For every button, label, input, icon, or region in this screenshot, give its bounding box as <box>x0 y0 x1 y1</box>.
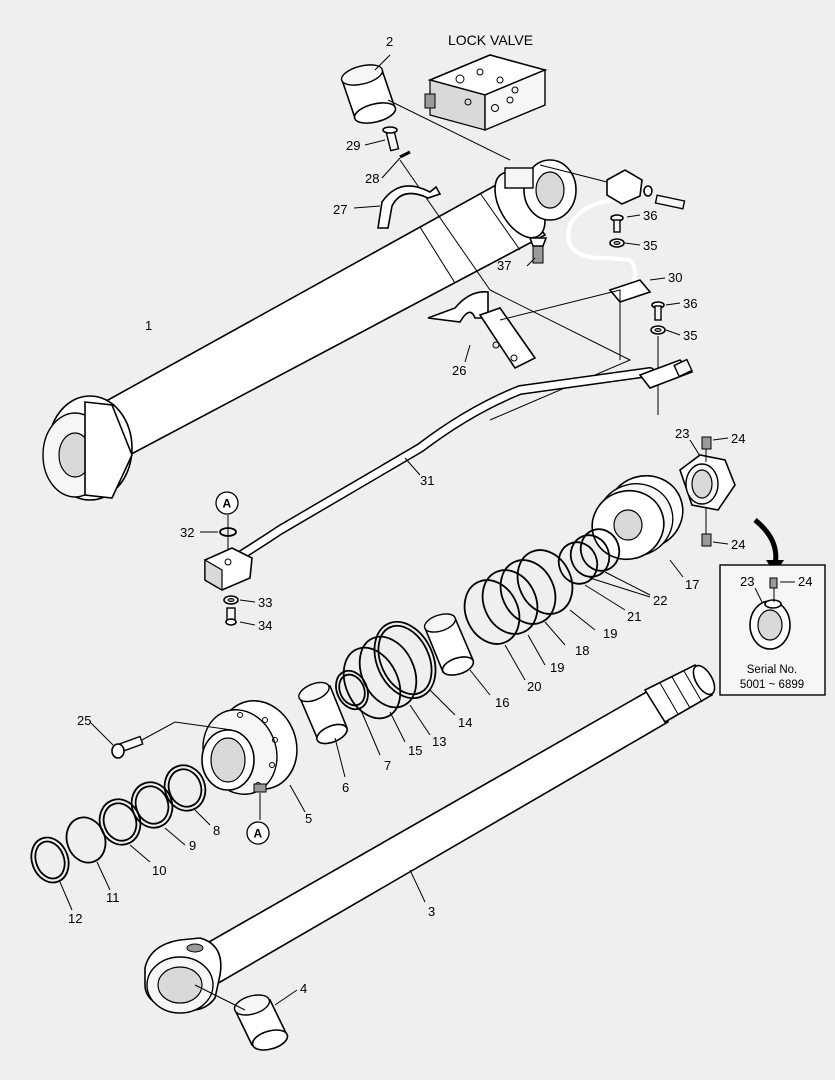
ring-21 <box>557 541 599 585</box>
label-22: 22 <box>653 593 667 608</box>
bolt-34 <box>225 607 237 626</box>
label-5: 5 <box>305 811 312 826</box>
label-36a: 36 <box>643 208 657 223</box>
rod-cover-5 <box>201 699 298 795</box>
label-27: 27 <box>333 202 347 217</box>
label-21: 21 <box>627 609 641 624</box>
washer-33 <box>223 595 239 605</box>
label-26: 26 <box>452 363 466 378</box>
label-11: 11 <box>106 890 120 905</box>
label-17: 17 <box>685 577 699 592</box>
nut-23 <box>679 454 736 511</box>
label-2: 2 <box>386 34 393 49</box>
label-28: 28 <box>365 171 379 186</box>
label-1: 1 <box>145 318 152 333</box>
ref-circle-a-bottom: A <box>246 821 270 845</box>
cushion-ring-16 <box>423 613 475 676</box>
label-13: 13 <box>432 734 446 749</box>
label-12: 12 <box>68 911 82 926</box>
label-25: 25 <box>77 713 91 728</box>
clamp-27 <box>377 185 442 229</box>
bushing-4 <box>233 994 289 1051</box>
ring-14 <box>373 620 437 700</box>
bushing-6 <box>298 681 349 745</box>
label-29: 29 <box>346 138 360 153</box>
label-36b: 36 <box>683 296 697 311</box>
label-31: 31 <box>420 473 434 488</box>
label-16: 16 <box>495 695 509 710</box>
bushing-2 <box>340 64 397 124</box>
label-34: 34 <box>258 618 272 633</box>
label-24a: 24 <box>731 431 745 446</box>
label-15: 15 <box>408 743 422 758</box>
label-9: 9 <box>189 838 196 853</box>
o-ring-32 <box>219 527 237 537</box>
set-screw-24-bottom <box>701 533 712 547</box>
label-32: 32 <box>180 525 194 540</box>
label-3: 3 <box>428 904 435 919</box>
ring-15 <box>342 646 402 720</box>
label-8: 8 <box>213 823 220 838</box>
label-37: 37 <box>497 258 511 273</box>
variant-inset <box>719 518 826 696</box>
flange-block <box>204 547 253 592</box>
label-23: 23 <box>675 426 689 441</box>
bolt-36-lower <box>651 301 665 321</box>
label-10: 10 <box>152 863 166 878</box>
piston-rod-3 <box>144 663 716 1014</box>
label-7: 7 <box>384 758 391 773</box>
serial-range: 5001 ~ 6899 <box>740 679 804 691</box>
svg-text:A: A <box>254 827 263 841</box>
ring-8 <box>163 764 207 812</box>
piston-17 <box>591 474 684 561</box>
pipe-30 <box>566 169 652 303</box>
ring-18 <box>499 559 557 625</box>
lock-valve-block <box>424 54 548 132</box>
label-4: 4 <box>300 981 307 996</box>
lock-valve-title: LOCK VALVE <box>448 32 533 48</box>
clamp-26 <box>427 291 537 370</box>
ring-11 <box>65 816 107 864</box>
label-35b: 35 <box>683 328 697 343</box>
washer-35-lower <box>650 325 666 335</box>
label-14: 14 <box>458 715 472 730</box>
bolt-36-upper <box>610 214 624 233</box>
label-19a: 19 <box>603 626 617 641</box>
label-24b: 24 <box>731 537 745 552</box>
label-23-inset: 23 <box>740 574 754 589</box>
bolt-25 <box>111 735 144 759</box>
label-30: 30 <box>668 270 682 285</box>
label-20: 20 <box>527 679 541 694</box>
label-19b: 19 <box>550 660 564 675</box>
set-screw-24-top <box>701 436 712 450</box>
ring-20 <box>463 579 521 645</box>
pin-28 <box>399 150 411 159</box>
washer-35-upper <box>609 238 625 248</box>
label-33: 33 <box>258 595 272 610</box>
rings-22 <box>569 528 621 578</box>
bolt-29 <box>382 126 400 152</box>
label-24-inset: 24 <box>798 574 812 589</box>
label-18: 18 <box>575 643 589 658</box>
cylinder-tube-1 <box>42 159 577 501</box>
ring-19-lower <box>481 569 539 635</box>
ring-19-upper <box>516 549 574 615</box>
svg-text:A: A <box>223 497 232 511</box>
serial-label: Serial No. <box>747 664 798 676</box>
label-35a: 35 <box>643 238 657 253</box>
pipe-31 <box>220 358 694 570</box>
bolt-flange <box>643 185 686 210</box>
ref-circle-a-top: A <box>215 491 239 515</box>
label-6: 6 <box>342 780 349 795</box>
ring-12 <box>30 836 70 884</box>
fitting-37 <box>528 237 548 264</box>
callout-labels: 1 2 3 4 5 6 7 8 9 10 11 12 13 14 15 16 1… <box>68 34 812 996</box>
